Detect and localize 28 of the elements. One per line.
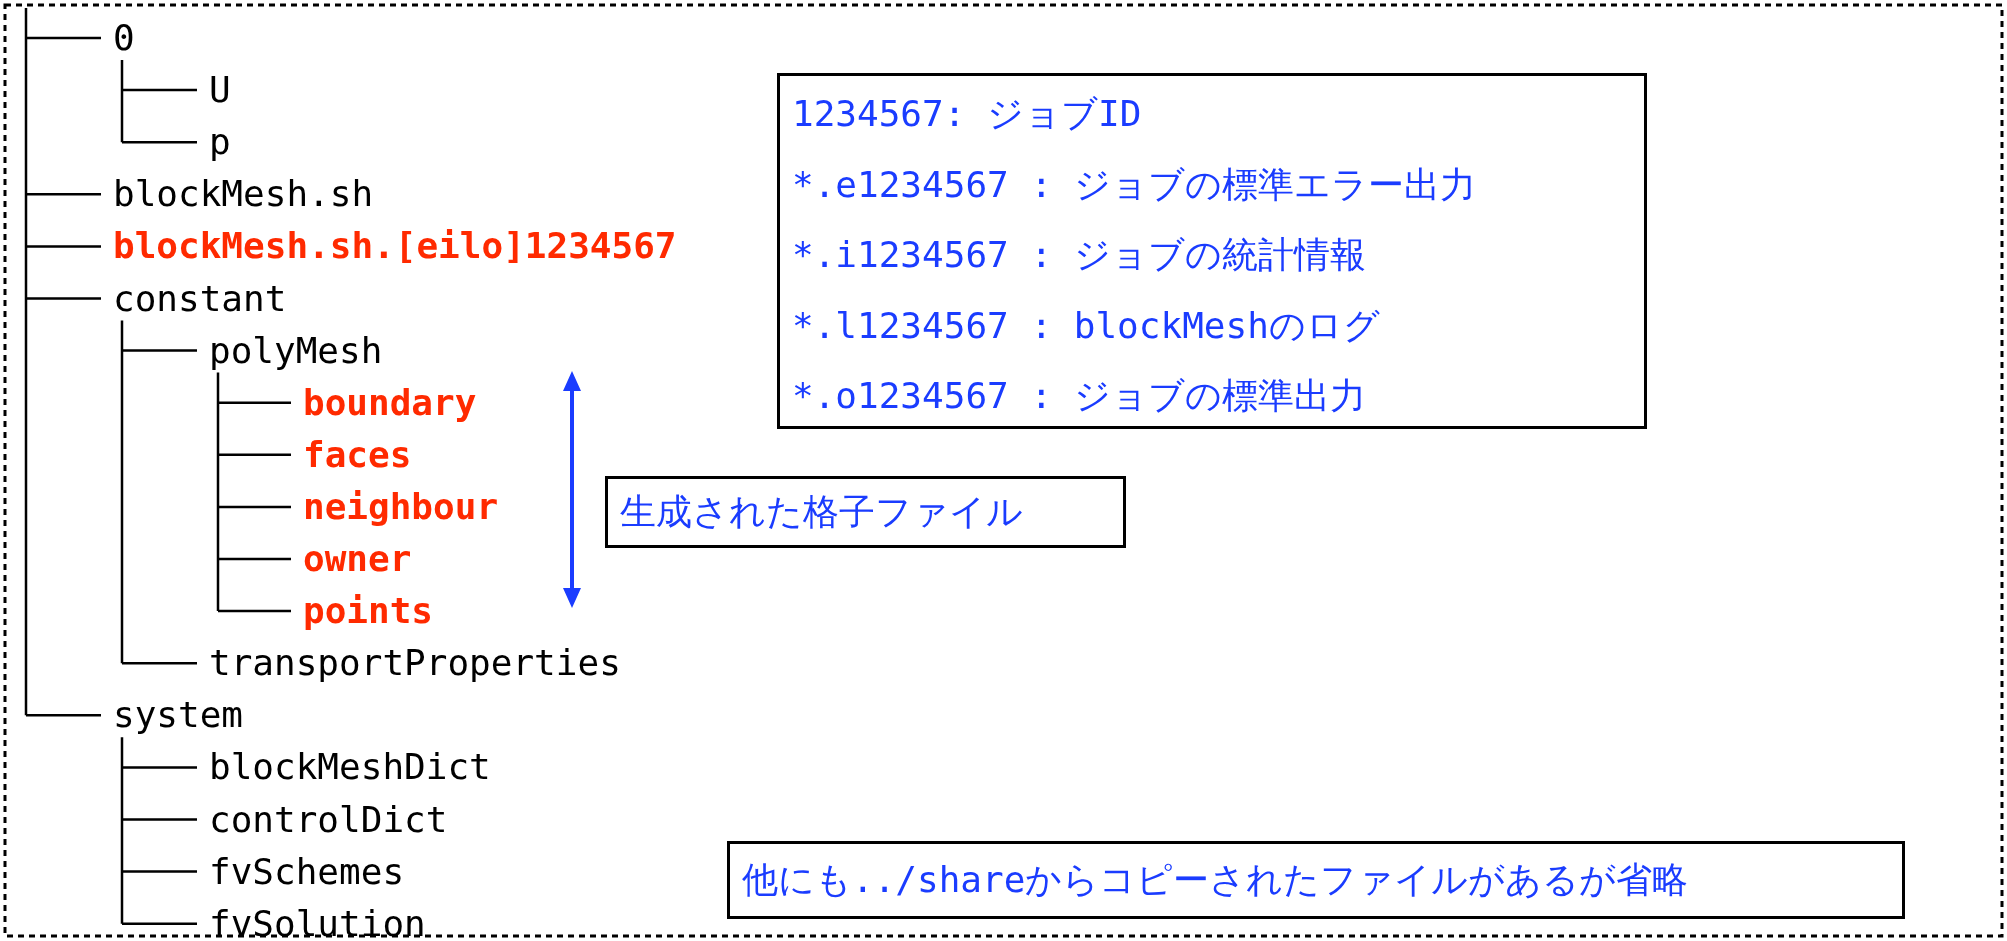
file-name: fvSolution <box>209 901 426 941</box>
legend-entry: *.i1234567 : ジョブの統計情報 <box>792 233 1366 277</box>
file-name: system <box>113 693 244 738</box>
file-name: 0 <box>113 16 135 60</box>
file-name: fvSchemes <box>209 849 405 894</box>
generated-file-name: points <box>303 589 434 634</box>
generated-file-name: blockMesh.sh.[eilo]1234567 <box>113 224 677 269</box>
file-name: U <box>209 68 231 113</box>
note-text: 生成された格子ファイル <box>620 490 1023 534</box>
legend-entry: *.e1234567 : ジョブの標準エラー出力 <box>792 162 1476 207</box>
file-name: controlDict <box>209 797 448 842</box>
note-text: 他にも../shareからコピーされたファイルがあるが省略 <box>742 858 1689 902</box>
legend-entry: *.o1234567 : ジョブの標準出力 <box>792 374 1366 418</box>
note-box <box>727 841 1905 919</box>
legend-entry: 1234567: ジョブID <box>792 92 1142 136</box>
file-name: constant <box>113 276 287 321</box>
generated-file-name: boundary <box>303 380 477 425</box>
generated-file-name: owner <box>303 537 412 581</box>
legend-entry: *.l1234567 : blockMeshのログ <box>792 303 1380 348</box>
file-name: p <box>209 120 231 165</box>
file-name: polyMesh <box>209 328 383 373</box>
file-name: transportProperties <box>209 641 621 686</box>
generated-file-name: neighbour <box>303 484 499 529</box>
file-name: blockMesh.sh <box>113 172 374 217</box>
legend-box <box>777 73 1647 429</box>
file-name: blockMeshDict <box>209 745 491 790</box>
note-box <box>605 476 1126 548</box>
generated-file-name: faces <box>303 432 412 477</box>
